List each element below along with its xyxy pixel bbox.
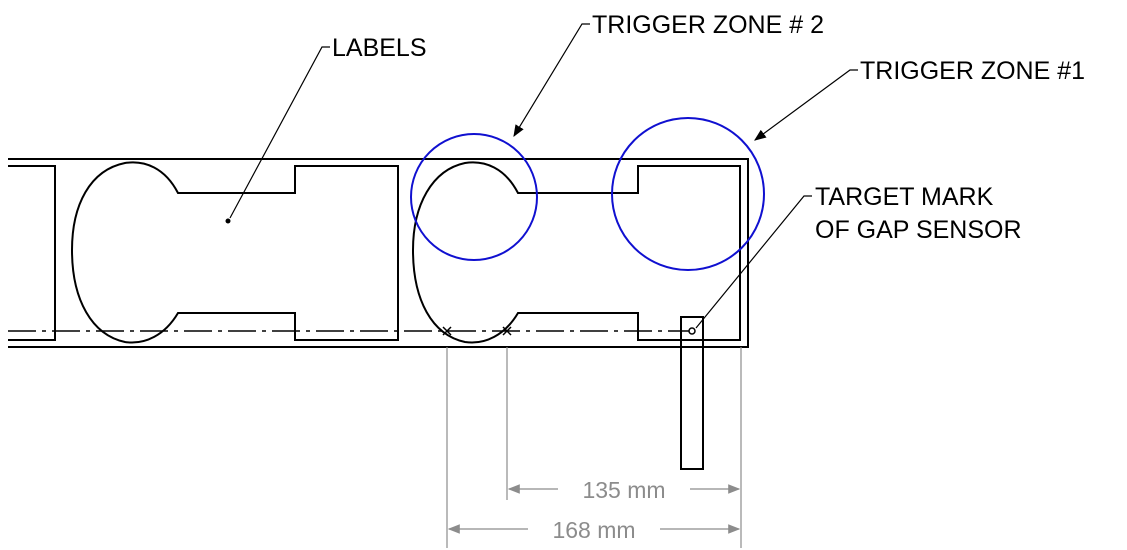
gap-sensor <box>680 316 704 470</box>
dimension-168-label: 168 mm <box>552 517 635 543</box>
label-2 <box>411 161 741 344</box>
dimension-extension-lines <box>446 347 742 548</box>
labels-label: LABELS <box>332 34 427 62</box>
reference-marks <box>442 326 512 336</box>
target-mark-icon <box>688 327 696 335</box>
strip-outline <box>8 158 749 348</box>
label-1 <box>70 161 399 344</box>
target-mark-label-line2: OF GAP SENSOR <box>815 216 1022 244</box>
label-1-center-dot <box>225 218 231 224</box>
dimension-135-label: 135 mm <box>582 477 665 503</box>
target-mark-label-line1: TARGET MARK <box>815 183 994 211</box>
leader-lines <box>229 23 858 329</box>
label-partial-left <box>8 165 56 341</box>
trigger-zone-1-label: TRIGGER ZONE #1 <box>860 57 1085 85</box>
trigger-zone-2-circle <box>410 133 538 261</box>
trigger-zone-1-circle <box>611 117 765 271</box>
trigger-zone-2-label: TRIGGER ZONE # 2 <box>592 11 824 39</box>
